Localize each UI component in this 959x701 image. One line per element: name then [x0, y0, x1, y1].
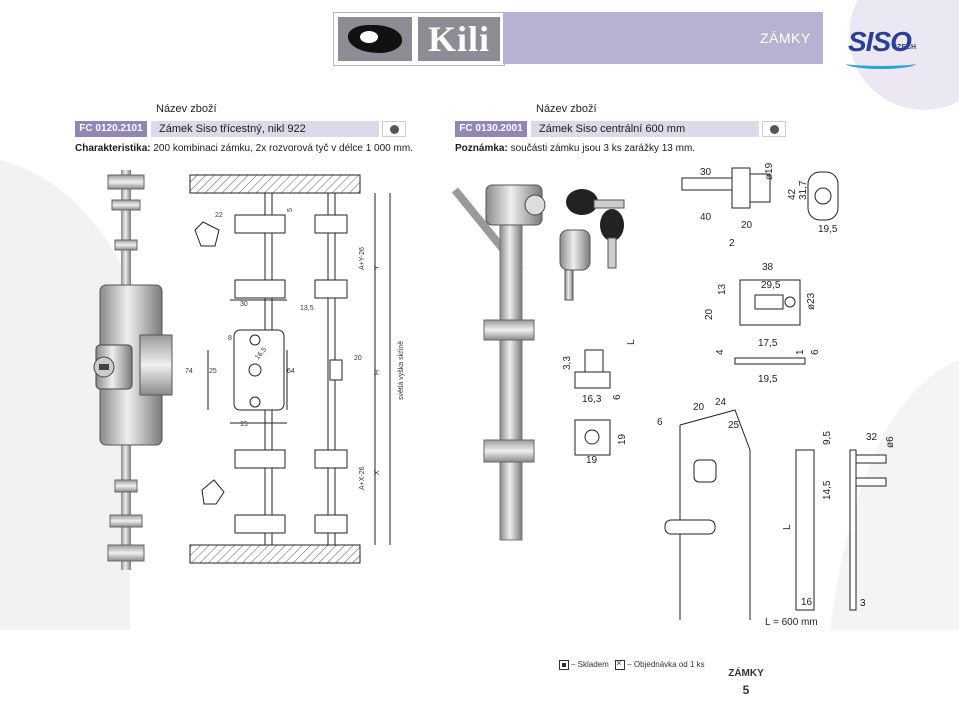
svg-text:světlá výška skříně: světlá výška skříně	[398, 341, 405, 400]
svg-text:16,3: 16,3	[582, 394, 602, 405]
svg-text:25: 25	[728, 420, 740, 431]
svg-text:19: 19	[586, 455, 598, 466]
dot-icon	[389, 124, 399, 134]
svg-text:X: X	[374, 470, 381, 475]
svg-text:19: 19	[617, 433, 628, 445]
product-note: Poznámka: součásti zámku jsou 3 ks zaráž…	[455, 143, 695, 154]
svg-text:6: 6	[612, 394, 623, 400]
svg-text:3: 3	[860, 598, 866, 609]
svg-text:31,7: 31,7	[798, 180, 809, 200]
section-title: ZÁMKY	[760, 30, 811, 46]
product-name: Zámek Siso třícestný, nikl 922	[151, 121, 379, 137]
svg-text:4: 4	[715, 349, 726, 355]
svg-text:16: 16	[801, 597, 813, 608]
product-note: Charakteristika: 200 kombinaci zámku, 2x…	[75, 143, 413, 154]
product-code: FC 0120.2101	[75, 121, 147, 137]
lock-drawing-central	[574, 167, 887, 620]
svg-text:20: 20	[704, 308, 715, 320]
svg-text:40: 40	[700, 212, 712, 223]
product-code: FC 0130.2001	[455, 121, 527, 137]
svg-text:6: 6	[657, 417, 663, 428]
svg-text:22: 22	[215, 212, 223, 219]
siso-logo: SISO CZECH	[824, 0, 959, 110]
key-icon	[566, 189, 625, 269]
note-text: součásti zámku jsou 3 ks zarážky 13 mm.	[510, 143, 696, 154]
header-band	[503, 12, 823, 64]
kili-logo: Kili	[333, 12, 505, 66]
svg-text:30: 30	[240, 301, 248, 308]
product-name-label: Název zboží	[536, 103, 597, 115]
svg-text:32: 32	[866, 432, 878, 443]
note-text: 200 kombinaci zámku, 2x rozvorová tyč v …	[153, 143, 413, 154]
swoosh-icon	[846, 58, 916, 69]
technical-drawings: 22 30 8 13,5 74 25 64 15 20 16,5 5 A+Y-2…	[0, 160, 959, 630]
svg-text:A+Y-26: A+Y-26	[359, 247, 366, 270]
svg-text:5: 5	[287, 208, 294, 212]
svg-text:3,3: 3,3	[562, 356, 573, 370]
logo-emblem-icon	[338, 17, 412, 61]
svg-text:L: L	[782, 524, 793, 530]
dot-icon	[769, 124, 779, 134]
lock-photo-central	[451, 184, 625, 541]
svg-text:A+X-26: A+X-26	[359, 466, 366, 490]
svg-text:13: 13	[717, 283, 728, 295]
brand-name: Kili	[418, 17, 500, 61]
svg-text:30: 30	[700, 167, 712, 178]
svg-text:15: 15	[240, 421, 248, 428]
note-label: Charakteristika:	[75, 143, 151, 154]
lock-drawing-3way	[189, 174, 391, 564]
svg-text:14,5: 14,5	[822, 480, 833, 500]
svg-text:64: 64	[287, 368, 295, 375]
svg-text:8: 8	[228, 335, 232, 342]
svg-text:6: 6	[810, 349, 821, 355]
svg-text:20: 20	[354, 355, 362, 362]
svg-text:ø23: ø23	[806, 292, 817, 310]
svg-text:17,5: 17,5	[758, 338, 778, 349]
svg-text:19,5: 19,5	[758, 374, 778, 385]
svg-text:1: 1	[795, 349, 806, 355]
svg-text:25: 25	[209, 368, 217, 375]
svg-text:H: H	[374, 370, 381, 375]
svg-text:38: 38	[762, 262, 774, 273]
legend: – Skladem – Objednávka od 1 ks	[557, 658, 705, 670]
svg-text:24: 24	[715, 397, 727, 408]
svg-text:Y: Y	[374, 265, 381, 270]
svg-text:42: 42	[787, 188, 798, 200]
note-label: Poznámka:	[455, 143, 508, 154]
length-label: L = 600 mm	[765, 617, 818, 628]
footer-section: ZÁMKY	[728, 668, 764, 679]
product-name-label: Název zboží	[156, 103, 217, 115]
legend-stock: – Skladem	[571, 660, 609, 670]
svg-text:29,5: 29,5	[761, 280, 781, 291]
page-number: 5	[742, 683, 750, 697]
svg-text:19,5: 19,5	[818, 224, 838, 235]
order-icon	[615, 658, 626, 670]
svg-text:74: 74	[185, 368, 193, 375]
svg-text:13,5: 13,5	[300, 305, 314, 312]
availability-indicator	[762, 121, 786, 137]
legend-order: – Objednávka od 1 ks	[627, 660, 705, 670]
availability-indicator	[382, 121, 406, 137]
svg-text:20: 20	[693, 402, 705, 413]
product-name: Zámek Siso centrální 600 mm	[531, 121, 759, 137]
svg-text:20: 20	[741, 220, 753, 231]
svg-text:ø19: ø19	[764, 162, 775, 180]
siso-logo-sub: CZECH	[892, 44, 917, 51]
svg-text:2: 2	[729, 238, 735, 249]
svg-text:ø6: ø6	[885, 436, 896, 448]
stock-icon	[559, 660, 569, 670]
svg-text:L: L	[626, 339, 637, 345]
siso-logo-text: SISO	[848, 26, 912, 57]
lock-photo-3way	[93, 170, 173, 570]
svg-text:9,5: 9,5	[822, 431, 833, 445]
